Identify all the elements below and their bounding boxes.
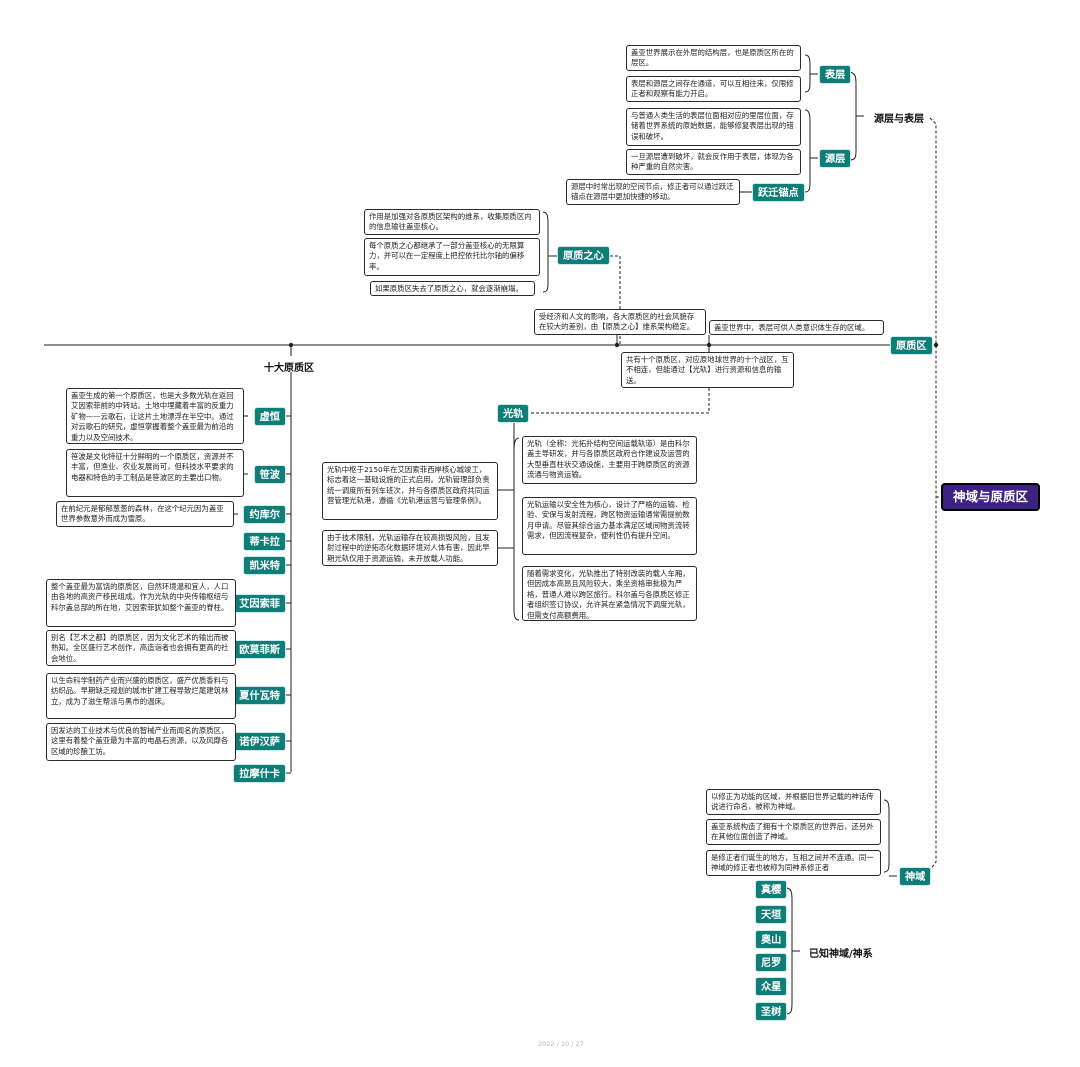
source-tag[interactable]: 源层 (819, 149, 852, 168)
zone-note-3: 在前纪元是郁郁葱葱的森林，在这个纪元因为盖亚世界参数意外而成为雪原。 (56, 501, 234, 527)
anchor-note: 源层中时常出现的空间节点，修正者可以通过跃迁锚点在源层中更加快捷的移动。 (566, 179, 740, 205)
zone-tag-8[interactable]: 夏什瓦特 (233, 686, 286, 705)
zone-tag-1[interactable]: 虚恒 (253, 407, 286, 426)
heart-note-1: 作用是加强对各原质区架构的维系，收集原质区内的信息输往盖亚核心。 (364, 209, 540, 235)
anchor-tag[interactable]: 跃迁锚点 (752, 183, 805, 202)
known-divine-6[interactable]: 圣树 (755, 1002, 788, 1021)
zone-tag-4[interactable]: 蒂卡拉 (243, 532, 286, 551)
rail-side-note-2: 由于技术限制，光轨运输存在较高损毁风险，且发射过程中的逆拓态化数据环境对人体有害… (322, 530, 498, 566)
root-node[interactable]: 神域与原质区 (941, 483, 1041, 511)
zone-tag-10[interactable]: 拉摩什卡 (233, 764, 286, 783)
known-divine-5[interactable]: 众星 (755, 977, 788, 996)
source-note-2: 一旦源层遭到破坏，就会反作用于表层，体现为各种严重的自然灾害。 (626, 149, 801, 175)
zone-note-6: 整个盖亚最为富饶的原质区，自然环境温和宜人，人口由各地的高资产移民组成。作为光轨… (46, 579, 236, 627)
zone-note-3: 共有十个原质区，对应原地球世界的十个战区，互不相连，但能通过【光轨】进行资源和信… (621, 352, 794, 388)
known-divine-1[interactable]: 真樱 (755, 880, 788, 899)
rail-side-note-1: 光轨中枢于2150年在艾因索菲西岸核心城竣工，标志着这一基础设施的正式启用。光轨… (322, 462, 498, 520)
known-divine-2[interactable]: 天垣 (755, 905, 788, 924)
surface-note-2: 表层和源层之间存在通道，可以互相往来，仅限修正者和观察有能力开启。 (626, 76, 801, 102)
divine-note-2: 盖亚系统构造了拥有十个原质区的世界后，还另外在其他位面创造了神域。 (706, 819, 881, 845)
zone-tag-9[interactable]: 诺伊汉萨 (233, 732, 286, 751)
zone-note-1: 盖亚生成的第一个原质区，也是大多数光轨在返回艾因索菲前的中转站。土地中埋藏着丰富… (66, 388, 244, 444)
known-divine-4[interactable]: 尼罗 (755, 953, 788, 972)
zone-note-7: 别名【艺术之都】的原质区，因为文化艺术的输出而被熟知。全区盛行艺术创作，高造诣者… (46, 630, 236, 666)
zone-tag[interactable]: 原质区 (890, 336, 933, 355)
rail-note-2: 光轨运输以安全性为核心，设计了严格的运输、检验、安保与发射流程，跨区物资运输通常… (522, 497, 697, 555)
divine-note-1: 以修正为功能的区域，并根据旧世界记载的神话传说进行命名，被称为神域。 (706, 789, 881, 815)
heart-note-2: 每个原质之心都继承了一部分盖亚核心的无限算力，并可以在一定程度上把控依托比尔轴的… (364, 238, 540, 276)
heart-note-3: 如果原质区失去了原质之心，就会逐渐崩塌。 (370, 281, 535, 296)
divine-tag[interactable]: 神域 (899, 867, 932, 886)
zone-tag-2[interactable]: 笹波 (253, 465, 286, 484)
zone-note-1: 受经济和人文的影响，各大原质区的社会风貌存在较大的差别，由【原质之心】维系架构稳… (534, 309, 706, 335)
source-note-1: 与普通人类生活的表层位面相对应的里层位面，存储着世界系统的原始数据，能够修复表层… (626, 108, 801, 146)
heart-tag[interactable]: 原质之心 (557, 246, 610, 265)
zone-tag-7[interactable]: 欧莫菲斯 (233, 640, 286, 659)
footer-date: 2022 / 10 / 27 (538, 1040, 584, 1048)
zone-note-2: 笹波是文化特征十分鲜明的一个原质区，资源并不丰富，但渔业、农业发展尚可，但科技水… (66, 449, 244, 497)
zone-note-2: 盖亚世界中，表层可供人类意识体生存的区域。 (709, 320, 884, 335)
rail-tag[interactable]: 光轨 (497, 404, 530, 423)
source-surface-title[interactable]: 源层与表层 (874, 114, 924, 125)
divine-note-3: 是修正者们诞生的地方，互相之间并不连通。同一神域的修正者也被称为同神系修正者 (706, 850, 881, 876)
zone-tag-6[interactable]: 艾因索菲 (233, 594, 286, 613)
zone-note-9: 因发达的工业技术与优良的智械产业而闻名的原质区，这里有着整个盖亚最为丰富的电晶石… (46, 723, 236, 761)
ten-zones-title[interactable]: 十大原质区 (264, 363, 314, 374)
surface-tag[interactable]: 表层 (819, 65, 852, 84)
zone-note-8: 以生命科学制药产业而兴盛的原质区，盛产优质香料与纺织品。早期缺乏规划的城市扩建工… (46, 673, 236, 719)
zone-tag-5[interactable]: 凯米特 (243, 556, 286, 575)
known-divine-title[interactable]: 已知神域/神系 (809, 949, 873, 960)
surface-note-1: 盖亚世界展示在外层的结构层，也是原质区所在的层区。 (626, 45, 801, 71)
rail-note-3: 随着需求变化，光轨推出了特别改装的载人车厢，但因成本高昂且风险较大，乘坐资格审批… (522, 566, 697, 621)
rail-note-1: 光轨（全称：光拓扑结构空间运载轨道）是由科尔盖主导研发，并与各原质区政府合作建设… (522, 436, 697, 484)
zone-tag-3[interactable]: 约库尔 (243, 505, 286, 524)
known-divine-3[interactable]: 奥山 (755, 930, 788, 949)
